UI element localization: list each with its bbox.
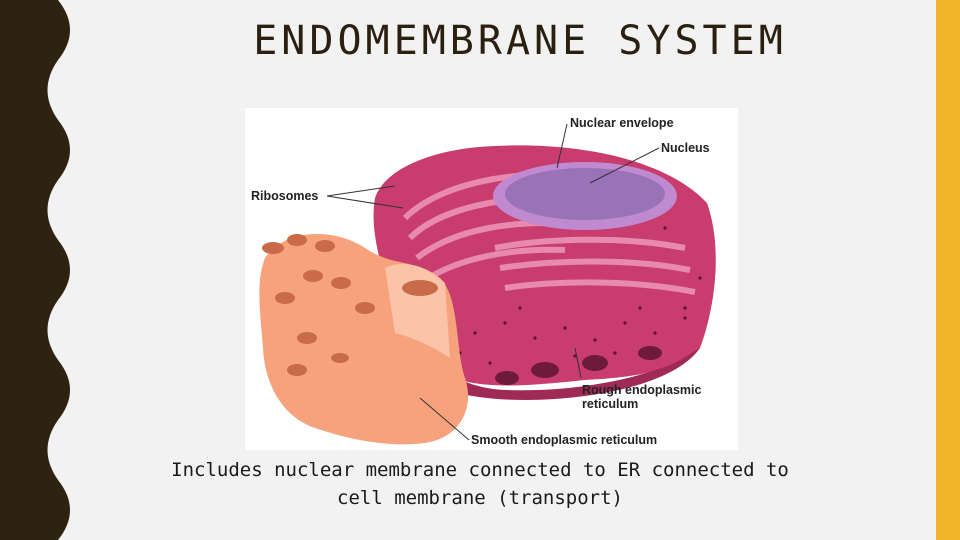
label-ribosomes: Ribosomes xyxy=(251,189,318,203)
label-leader-lines xyxy=(326,123,660,441)
nucleus-shape xyxy=(493,162,677,230)
caption-line-2: cell membrane (transport) xyxy=(337,487,623,509)
label-rough-er-line1: Rough endoplasmic xyxy=(582,383,702,397)
slide-title: ENDOMEMBRANE SYSTEM xyxy=(253,18,787,64)
right-accent-bar xyxy=(936,0,960,540)
label-nuclear-envelope: Nuclear envelope xyxy=(570,116,674,130)
label-smooth-er: Smooth endoplasmic reticulum xyxy=(471,433,657,447)
smooth-er-body xyxy=(259,234,469,445)
label-rough-er-line2: reticulum xyxy=(582,397,638,411)
endomembrane-illustration: Nuclear envelope Nucleus Ribosomes Rough… xyxy=(245,108,738,450)
caption-line-1: Includes nuclear membrane connected to E… xyxy=(171,459,789,481)
slide-caption: Includes nuclear membrane connected to E… xyxy=(130,456,830,512)
wavy-left-border xyxy=(0,0,70,540)
label-nucleus: Nucleus xyxy=(661,141,710,155)
er-diagram: Nuclear envelope Nucleus Ribosomes Rough… xyxy=(251,116,716,447)
